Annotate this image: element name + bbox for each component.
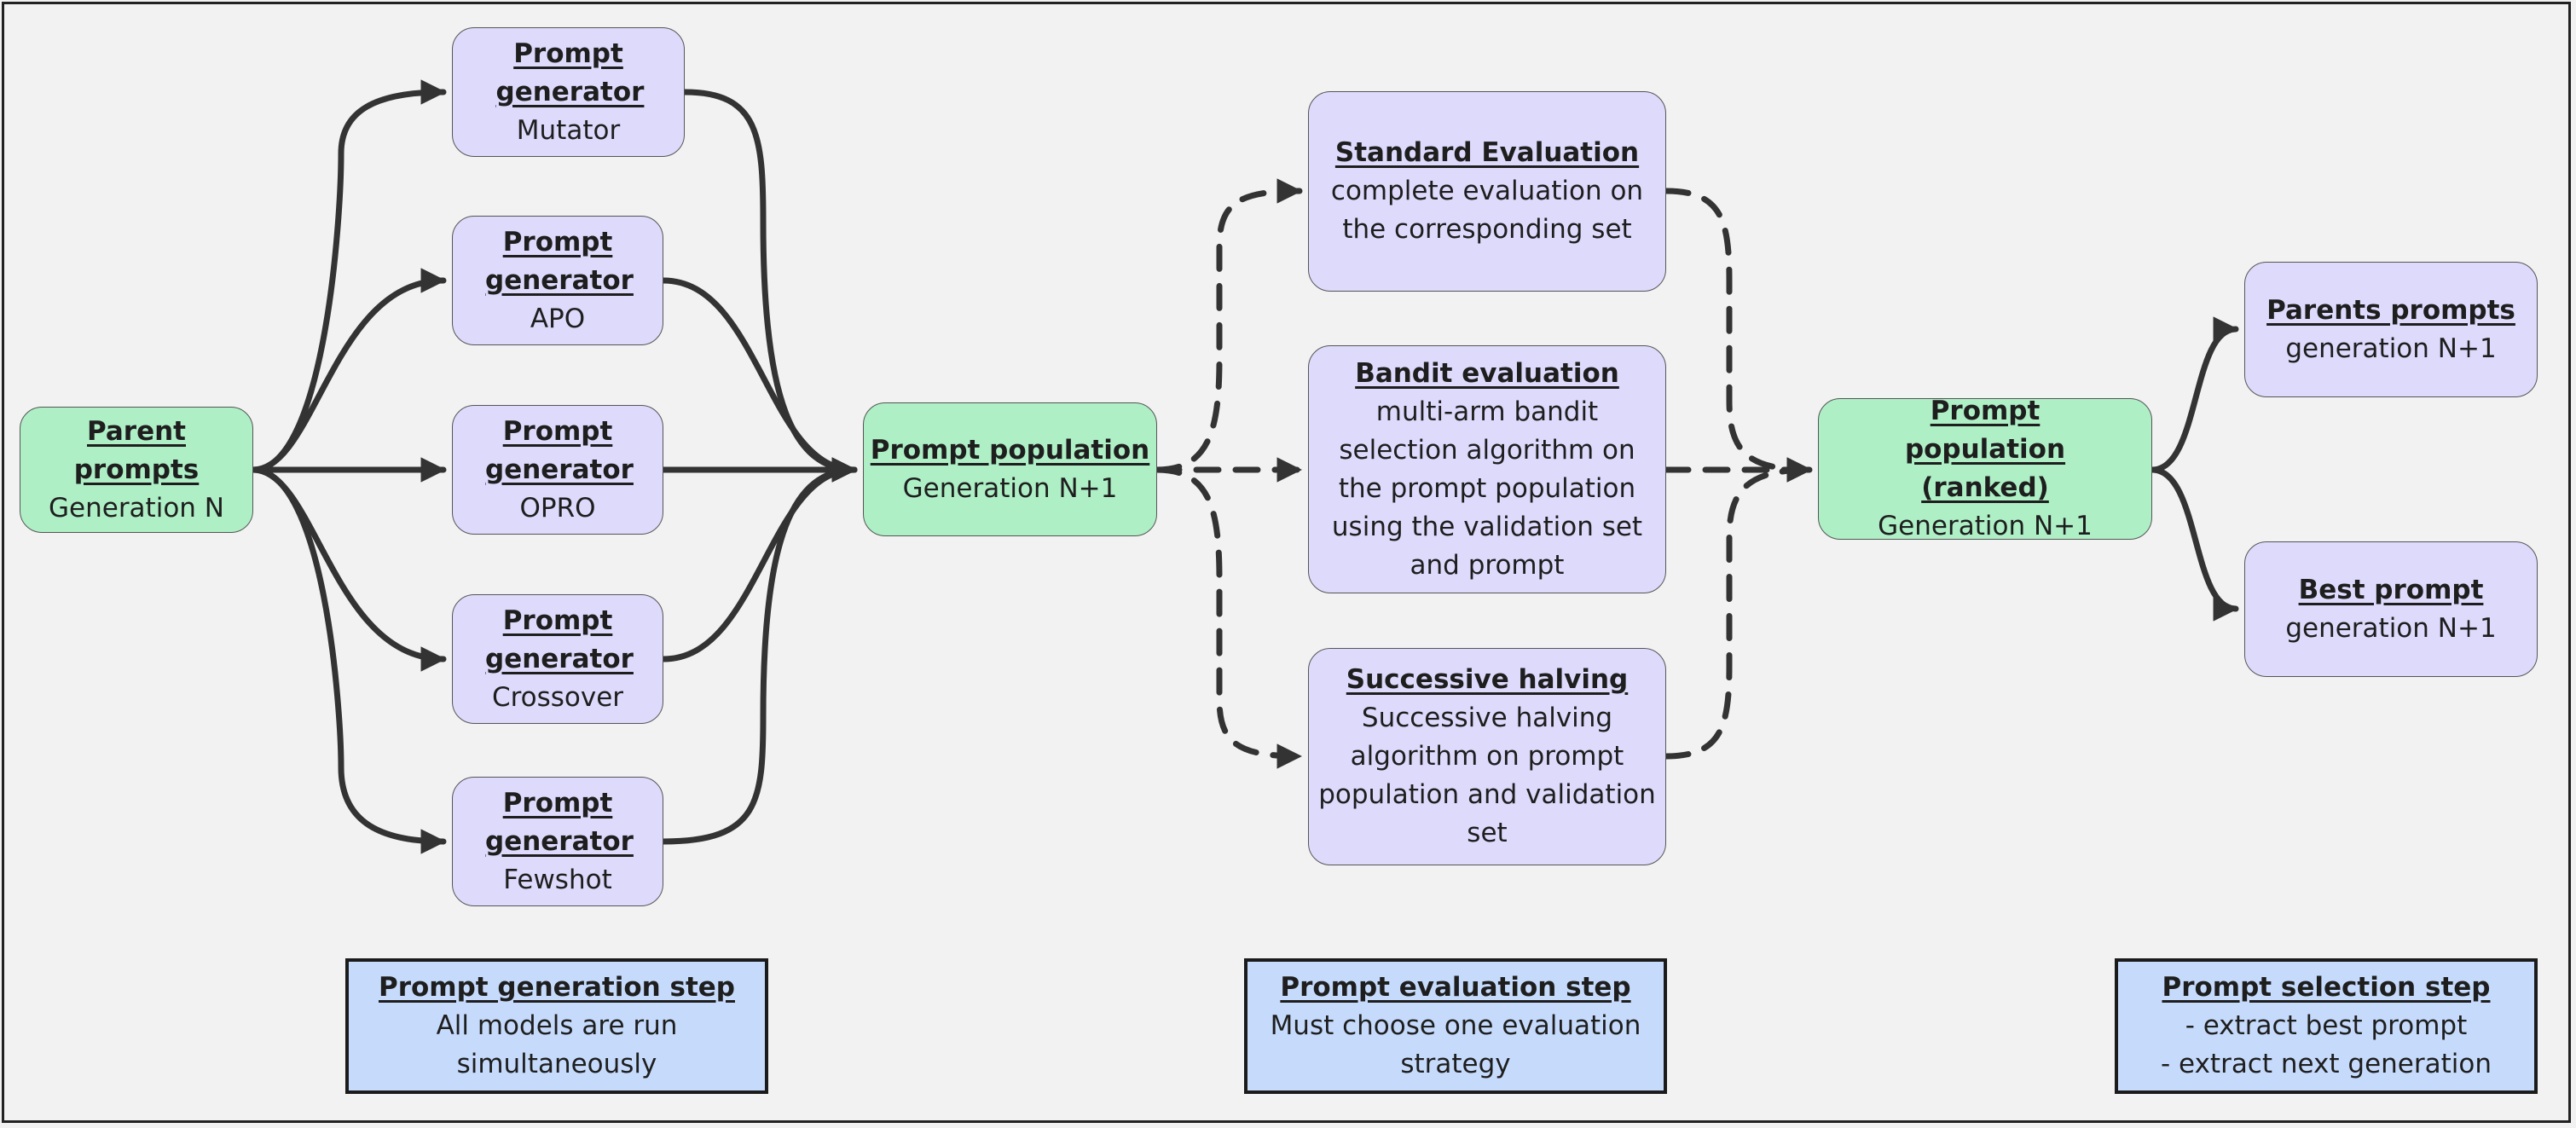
edge-ranked-population-to-parents-prompts (2149, 316, 2239, 473)
node-title: Prompt generator (485, 604, 634, 674)
node-prompt-population[interactable]: Prompt population Generation N+1 (863, 402, 1157, 536)
note-line: - extract next generation (2161, 1049, 2492, 1079)
node-parents-prompts[interactable]: Parents prompts generation N+1 (2244, 262, 2538, 397)
node-gen-crossover[interactable]: Prompt generator Crossover (452, 594, 663, 724)
node-title: Best prompt (2298, 574, 2484, 605)
node-line: using the validation set (1331, 511, 1643, 542)
node-title: Prompt population (ranked) (1904, 396, 2066, 503)
node-title: Standard Evaluation (1334, 137, 1640, 168)
note-line: simultaneously (456, 1049, 657, 1079)
edge-parent-prompts-to-gen-crossover (250, 466, 447, 672)
node-bandit-evaluation[interactable]: Bandit evaluation multi-arm bandit selec… (1308, 345, 1666, 593)
node-line: population and validation (1318, 779, 1656, 810)
note-selection-step: Prompt selection step - extract best pro… (2115, 958, 2538, 1094)
node-title: Prompt generator (485, 226, 634, 296)
edge-gen-crossover-to-prompt-population (660, 457, 858, 662)
node-title: Parent prompts (73, 415, 200, 485)
edge-parent-prompts-to-gen-mutator (250, 79, 447, 473)
note-line: strategy (1400, 1049, 1511, 1079)
node-line: multi-arm bandit (1375, 396, 1599, 427)
node-gen-apo[interactable]: Prompt generator APO (452, 216, 663, 345)
node-title: Prompt generator (485, 787, 634, 857)
node-line: complete evaluation on (1330, 176, 1644, 206)
node-line: the prompt population (1338, 472, 1636, 504)
node-line: Generation N+1 (1878, 511, 2093, 541)
node-title: Parents prompts (2266, 294, 2515, 326)
node-title: Prompt generator (485, 415, 634, 485)
node-line: Mutator (516, 114, 621, 146)
note-line: - extract best prompt (2185, 1010, 2468, 1041)
note-title: Prompt generation step (378, 972, 735, 1003)
node-gen-mutator[interactable]: Prompt generator Mutator (452, 27, 685, 157)
node-title: Bandit evaluation (1355, 357, 1619, 389)
node-gen-fewshot[interactable]: Prompt generator Fewshot (452, 777, 663, 906)
edge-gen-fewshot-to-prompt-population (660, 457, 858, 845)
edge-gen-mutator-to-prompt-population (681, 89, 858, 483)
node-line: Successive halving (1361, 703, 1613, 733)
node-line: the corresponding set (1342, 214, 1632, 245)
note-title: Prompt evaluation step (1280, 972, 1631, 1003)
note-line: Must choose one evaluation (1270, 1010, 1641, 1041)
node-line: OPRO (519, 492, 596, 524)
edge-parent-prompts-to-gen-fewshot (250, 466, 447, 854)
edge-gen-apo-to-prompt-population (660, 277, 858, 483)
node-title: Prompt population (870, 434, 1150, 466)
node-line: algorithm on prompt (1350, 741, 1624, 772)
node-successive-halving[interactable]: Successive halving Successive halving al… (1308, 648, 1666, 865)
edge-prompt-population-to-successive-halving (1154, 466, 1303, 769)
node-standard-evaluation[interactable]: Standard Evaluation complete evaluation … (1308, 91, 1666, 292)
node-line: selection algorithm on (1339, 434, 1635, 466)
node-line: Crossover (491, 681, 624, 713)
node-ranked-population[interactable]: Prompt population (ranked) Generation N+… (1818, 396, 2152, 541)
node-line: generation N+1 (2285, 333, 2497, 364)
note-title: Prompt selection step (2162, 972, 2491, 1003)
node-line: generation N+1 (2285, 612, 2497, 644)
edges (250, 79, 2239, 854)
node-line: APO (530, 303, 586, 334)
node-title: Successive halving (1346, 664, 1629, 695)
edge-parent-prompts-to-gen-apo (250, 268, 447, 473)
node-line: Generation N (49, 492, 224, 524)
node-line: Fewshot (503, 864, 612, 895)
note-line: All models are run (436, 1010, 678, 1041)
node-line: set (1467, 818, 1508, 848)
node-gen-opro[interactable]: Prompt generator OPRO (452, 405, 663, 535)
node-title: Prompt generator (495, 38, 645, 107)
edge-standard-eval-to-ranked-population (1663, 188, 1813, 483)
node-parent-prompts[interactable]: Parent prompts Generation N (20, 407, 253, 533)
edge-prompt-population-to-standard-eval (1154, 178, 1303, 473)
node-best-prompt[interactable]: Best prompt generation N+1 (2244, 541, 2538, 677)
node-line: and prompt (1410, 549, 1565, 581)
note-generation-step: Prompt generation step All models are ru… (345, 958, 768, 1094)
edge-ranked-population-to-best-prompt (2149, 466, 2239, 622)
node-line: Generation N+1 (902, 472, 1118, 504)
note-evaluation-step: Prompt evaluation step Must choose one e… (1244, 958, 1667, 1094)
edge-successive-halving-to-ranked-population (1663, 457, 1813, 760)
